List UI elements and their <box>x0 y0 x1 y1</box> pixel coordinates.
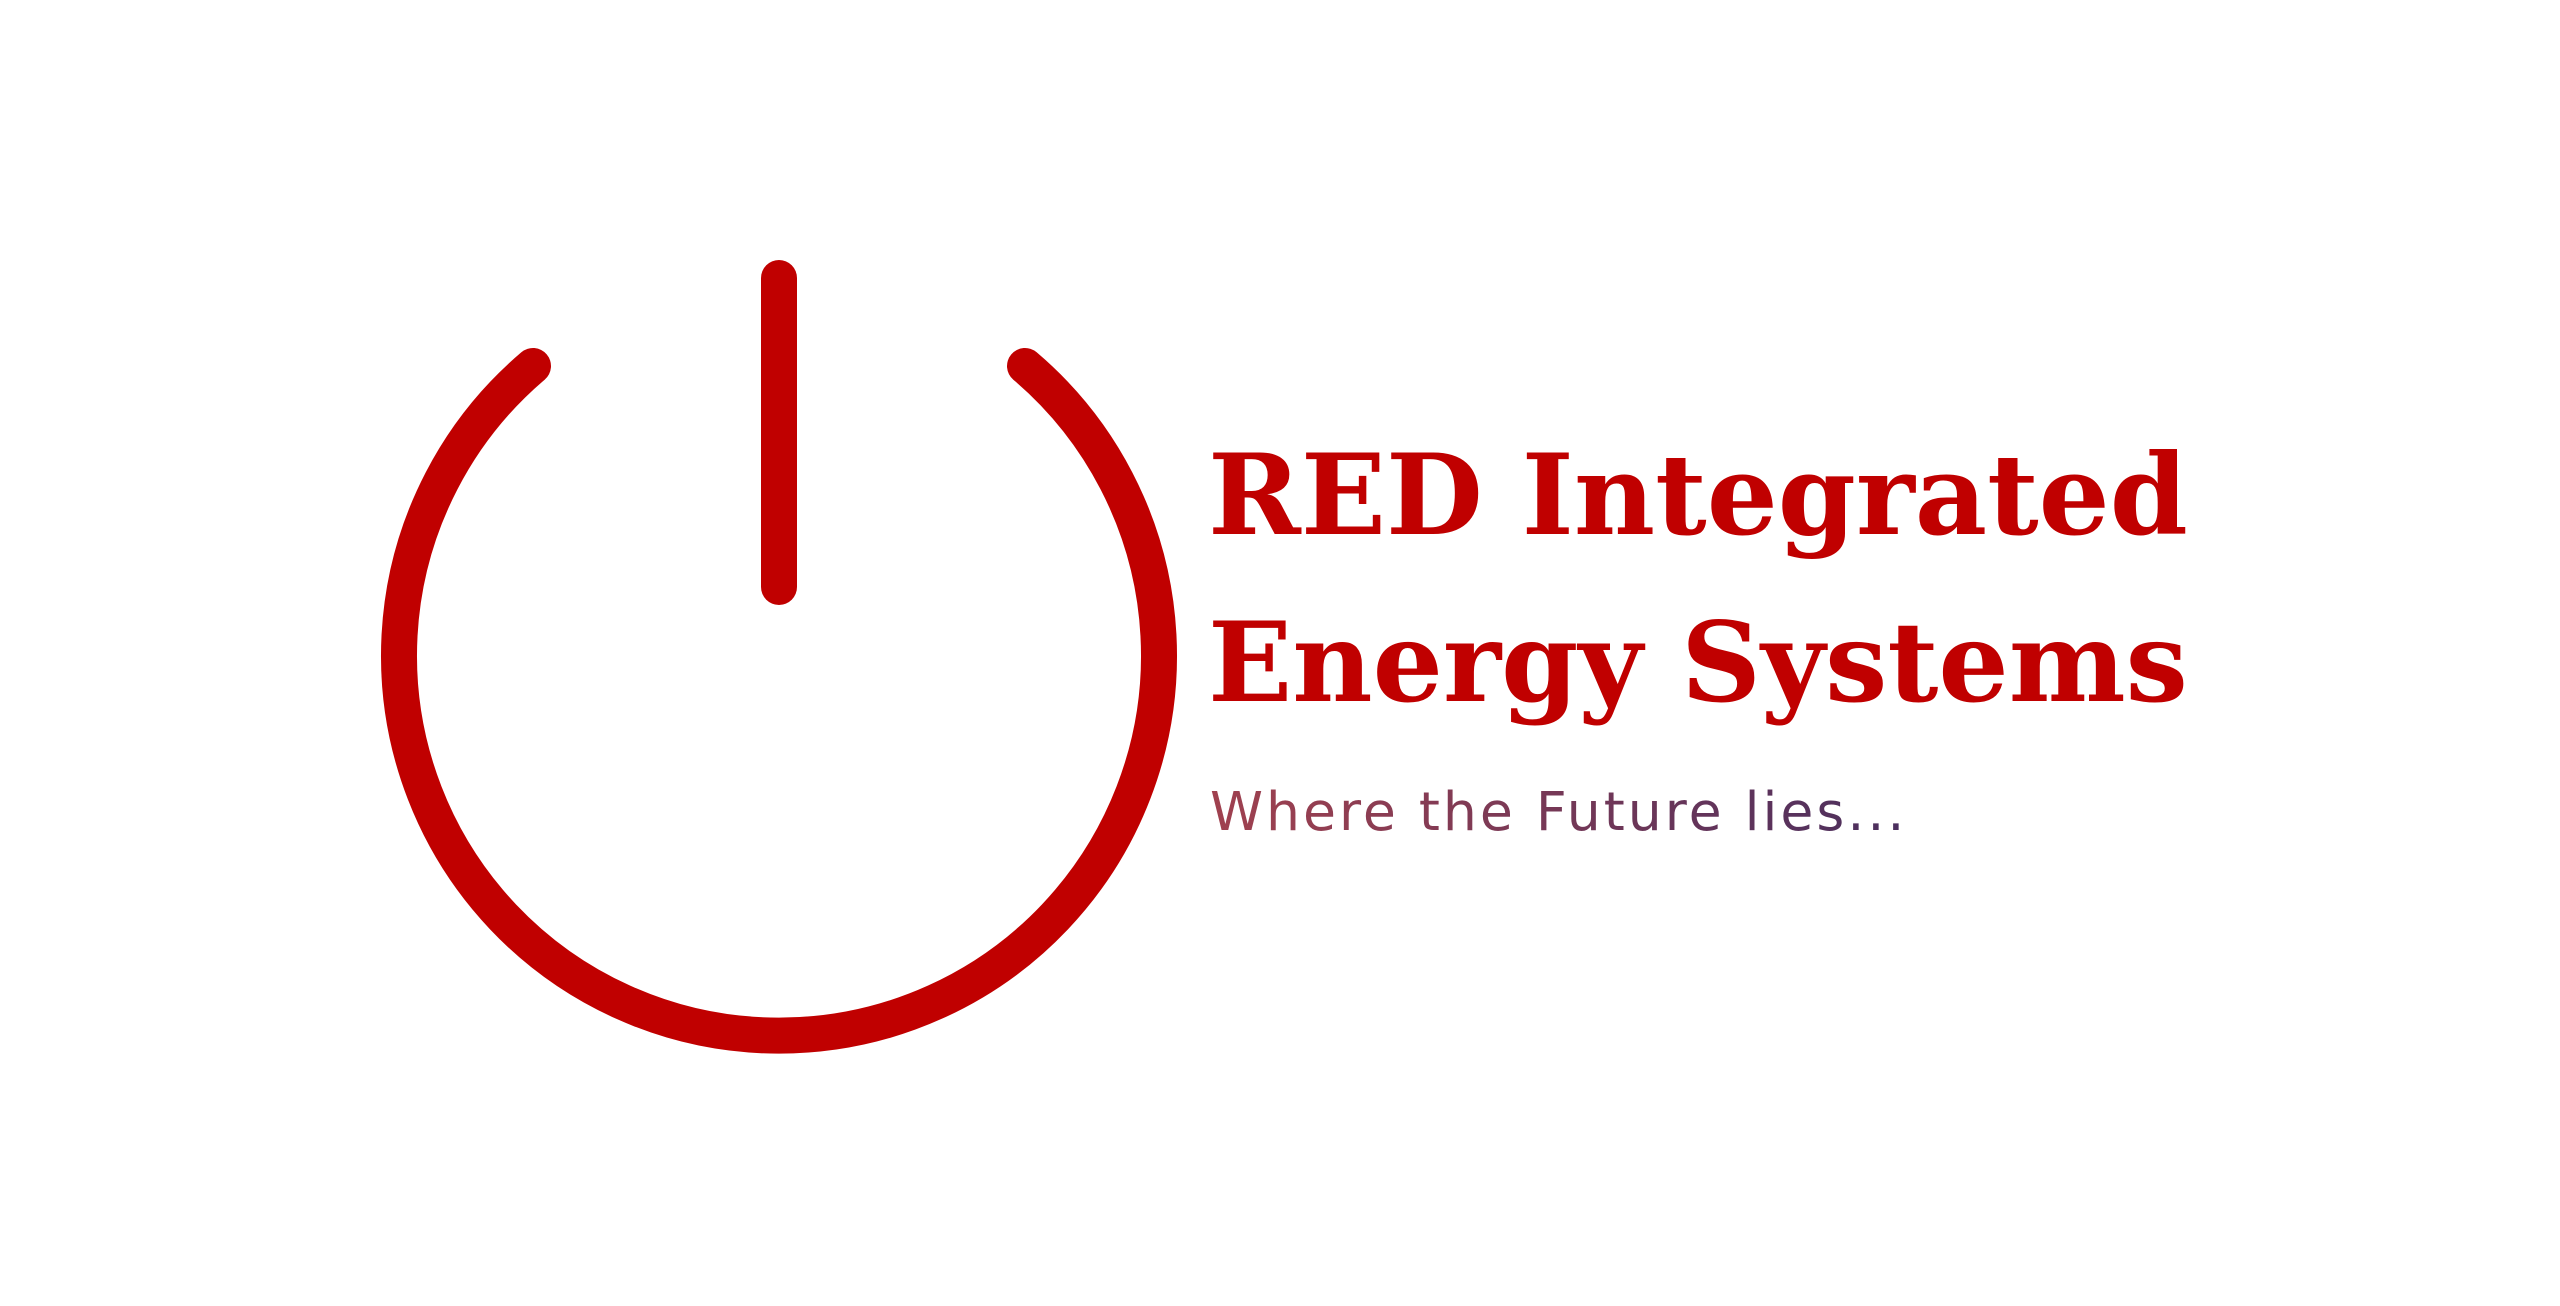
brand-name-line-2: Energy Systems <box>1208 598 2188 728</box>
power-ring <box>381 348 1177 1054</box>
brand-name-line-1: RED Integrated <box>1208 430 2188 561</box>
tagline: Where the Future lies... <box>1210 780 1908 843</box>
